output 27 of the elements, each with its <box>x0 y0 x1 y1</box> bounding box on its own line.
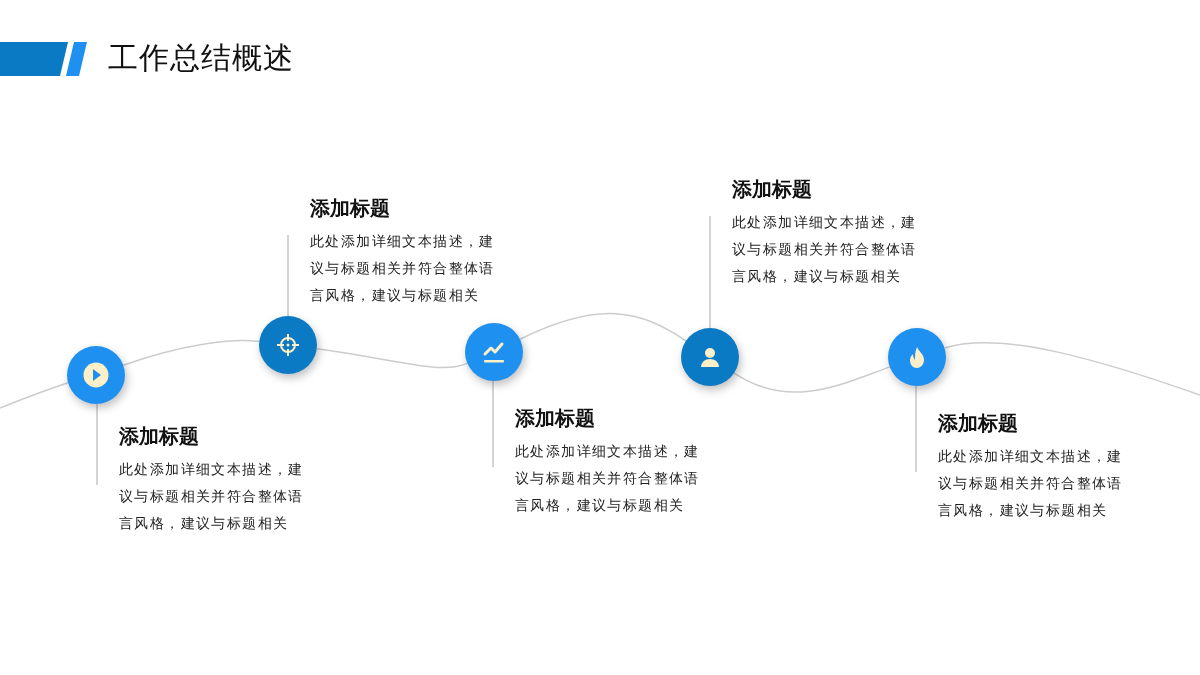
wave-line <box>943 342 1200 396</box>
leader-line <box>915 385 917 473</box>
wave-line <box>316 348 469 369</box>
icon-circle <box>67 346 125 404</box>
wave-line <box>519 313 687 342</box>
title: 工作总结概述 <box>108 39 294 77</box>
step-description: 此处添加详细文本描述，建议与标题相关并符合整体语言风格，建议与标题相关 <box>119 460 305 533</box>
wave-line <box>0 382 69 409</box>
icon-circle <box>681 328 739 386</box>
step-heading: 添加标题 <box>310 195 391 222</box>
step-description: 此处添加详细文本描述，建议与标题相关并符合整体语言风格，建议与标题相关 <box>310 232 496 305</box>
icon-circle <box>259 316 317 374</box>
leader-line <box>287 234 289 317</box>
icon-circle <box>888 328 946 386</box>
step-heading: 添加标题 <box>732 176 813 203</box>
step-description: 此处添加详细文本描述，建议与标题相关并符合整体语言风格，建议与标题相关 <box>732 213 918 286</box>
leader-line <box>492 380 494 468</box>
step-heading: 添加标题 <box>938 410 1019 437</box>
wave-line <box>122 339 260 366</box>
wave-line <box>733 366 891 393</box>
step-description: 此处添加详细文本描述，建议与标题相关并符合整体语言风格，建议与标题相关 <box>938 447 1124 520</box>
step-heading: 添加标题 <box>515 405 596 432</box>
step-description: 此处添加详细文本描述，建议与标题相关并符合整体语言风格，建议与标题相关 <box>515 442 701 515</box>
leader-line <box>709 215 711 329</box>
leader-line <box>96 403 98 486</box>
icon-circle <box>465 323 523 381</box>
step-heading: 添加标题 <box>119 423 200 450</box>
